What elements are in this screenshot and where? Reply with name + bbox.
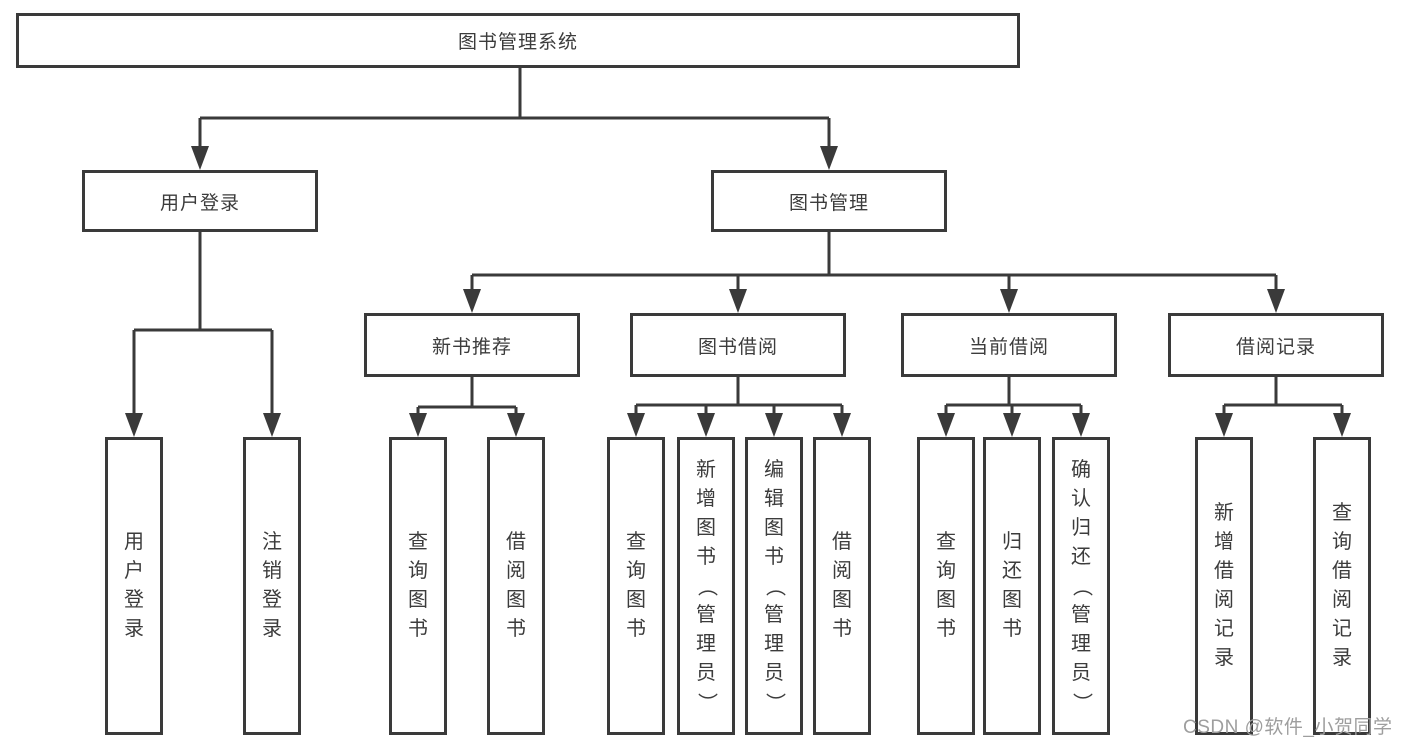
csdn-watermark: CSDN @软件_小贺同学 (1183, 717, 1393, 738)
node-leaf-nb-borrow-label: 借阅图书 (506, 531, 526, 640)
node-borrow-records: 借阅记录 (1168, 313, 1384, 377)
node-leaf-bb-add-label: 新增图书（管理员） (695, 458, 718, 713)
node-leaf-br-add: 新增借阅记录 (1195, 437, 1253, 735)
node-leaf-nb-query: 查询图书 (389, 437, 447, 735)
node-leaf-logout: 注销登录 (243, 437, 301, 735)
node-root-label: 图书管理系统 (457, 32, 578, 53)
node-current-borrow: 当前借阅 (901, 313, 1117, 377)
node-leaf-cb-confirm: 确认归还（管理员） (1052, 437, 1110, 735)
node-leaf-bb-edit-label: 编辑图书（管理员） (763, 458, 786, 713)
node-root: 图书管理系统 (16, 13, 1020, 68)
node-leaf-user-login-label: 用户登录 (124, 531, 144, 640)
node-new-book-recommend-label: 新书推荐 (431, 336, 512, 358)
node-leaf-logout-label: 注销登录 (262, 531, 282, 640)
node-leaf-bb-query: 查询图书 (607, 437, 665, 735)
node-book-borrow-label: 图书借阅 (697, 336, 778, 358)
node-book-management-label: 图书管理 (788, 192, 869, 214)
node-borrow-records-label: 借阅记录 (1235, 336, 1316, 358)
node-book-borrow: 图书借阅 (630, 313, 846, 377)
node-leaf-br-query: 查询借阅记录 (1313, 437, 1371, 735)
node-leaf-br-query-label: 查询借阅记录 (1332, 502, 1352, 669)
node-leaf-cb-return-label: 归还图书 (1002, 531, 1022, 640)
node-user-login-label: 用户登录 (159, 192, 240, 214)
node-leaf-bb-add: 新增图书（管理员） (677, 437, 735, 735)
node-book-management: 图书管理 (711, 170, 947, 232)
node-leaf-user-login: 用户登录 (105, 437, 163, 735)
node-leaf-bb-borrow: 借阅图书 (813, 437, 871, 735)
node-user-login: 用户登录 (82, 170, 318, 232)
node-leaf-cb-return: 归还图书 (983, 437, 1041, 735)
node-leaf-bb-edit: 编辑图书（管理员） (745, 437, 803, 735)
node-leaf-bb-query-label: 查询图书 (626, 531, 646, 640)
node-new-book-recommend: 新书推荐 (364, 313, 580, 377)
node-leaf-br-add-label: 新增借阅记录 (1214, 502, 1234, 669)
node-leaf-bb-borrow-label: 借阅图书 (832, 531, 852, 640)
node-leaf-cb-query-label: 查询图书 (936, 531, 956, 640)
node-leaf-nb-borrow: 借阅图书 (487, 437, 545, 735)
node-current-borrow-label: 当前借阅 (968, 336, 1049, 358)
node-leaf-cb-confirm-label: 确认归还（管理员） (1070, 458, 1093, 713)
node-leaf-cb-query: 查询图书 (917, 437, 975, 735)
node-leaf-nb-query-label: 查询图书 (408, 531, 428, 640)
